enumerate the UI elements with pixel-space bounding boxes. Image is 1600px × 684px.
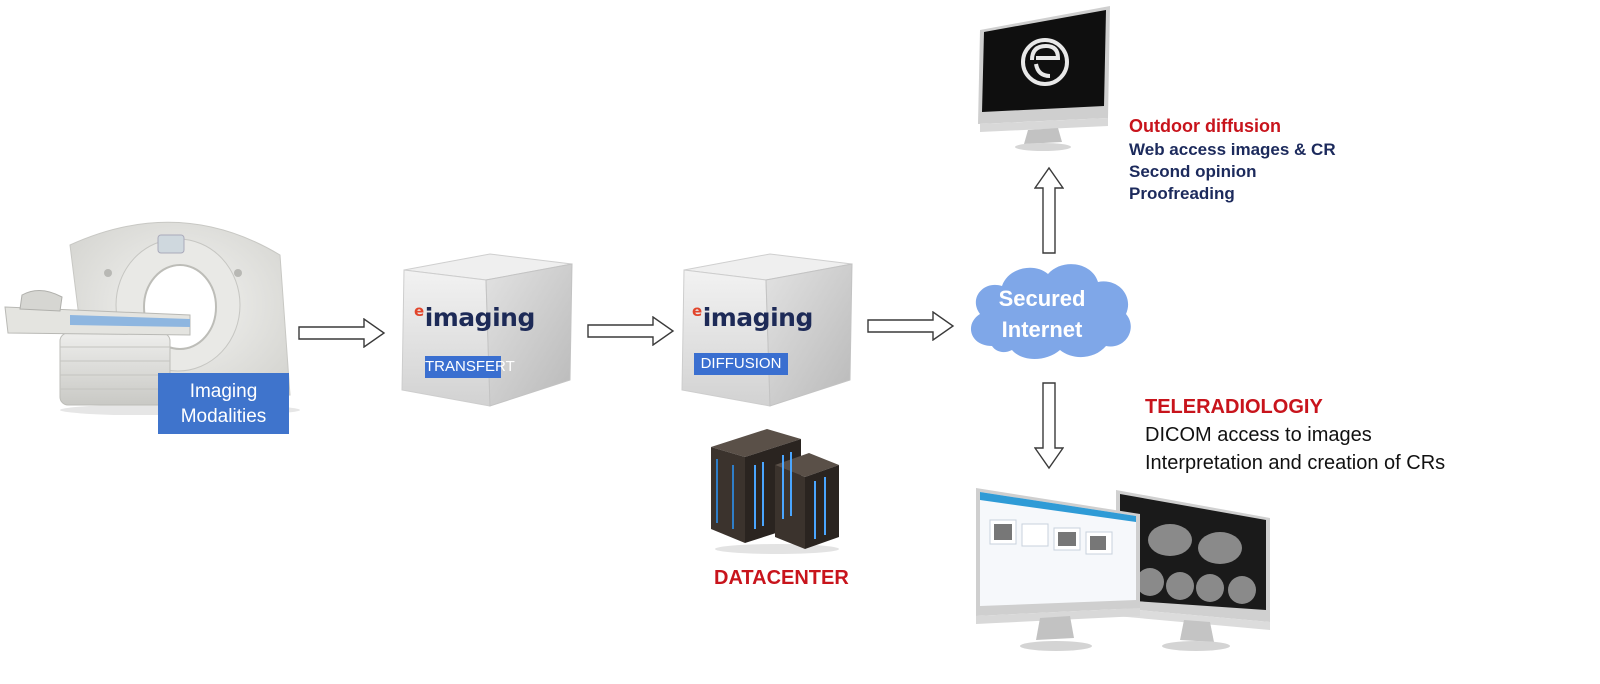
outdoor-item: Proofreading: [1129, 184, 1235, 203]
imaging-logo: eimaging: [692, 302, 813, 332]
outdoor-item: Second opinion: [1129, 162, 1257, 181]
datacenter-label: DATACENTER: [714, 567, 849, 589]
diffusion-brand-text: imaging: [702, 303, 814, 332]
arrow-right-icon: [867, 311, 955, 341]
e-logo-icon: e: [692, 302, 702, 320]
outdoor-title: Outdoor diffusion: [1129, 116, 1281, 136]
arrow-up-icon: [1034, 166, 1064, 254]
cloud-icon: [970, 264, 1131, 359]
imaging-logo: eimaging: [414, 302, 535, 332]
arrow-down-icon: [1034, 382, 1064, 470]
teleradiology-item: Interpretation and creation of CRs: [1145, 452, 1446, 474]
transfer-tag: TRANSFERT: [425, 356, 515, 378]
ct-scanner-image: [4, 221, 300, 415]
modalities-line-1: Imaging: [189, 381, 258, 402]
e-logo-icon: e: [414, 302, 424, 320]
transfer-brand-text: imaging: [424, 303, 536, 332]
modalities-line-2: Modalities: [180, 406, 267, 427]
server-rack-icon: [711, 429, 839, 554]
arrow-right-icon: [298, 318, 386, 348]
diffusion-tag: DIFFUSION: [694, 353, 788, 375]
monitor-image: [978, 6, 1110, 151]
cloud-line-1: Secured: [998, 286, 1086, 311]
workstation-monitors-image: [976, 488, 1270, 651]
teleradiology-item: DICOM access to images: [1145, 424, 1372, 446]
imaging-modalities-label: Imaging Modalities: [158, 373, 289, 434]
arrow-right-icon: [587, 316, 675, 346]
cloud-line-2: Internet: [1001, 317, 1083, 342]
cloud-label: Secured Internet: [957, 283, 1127, 345]
outdoor-item: Web access images & CR: [1129, 140, 1336, 159]
teleradiology-title: TELERADIOLOGIY: [1145, 396, 1323, 418]
diffusion-cube: eimaging DIFFUSION: [670, 250, 860, 410]
transfer-cube: eimaging TRANSFERT: [390, 250, 580, 410]
